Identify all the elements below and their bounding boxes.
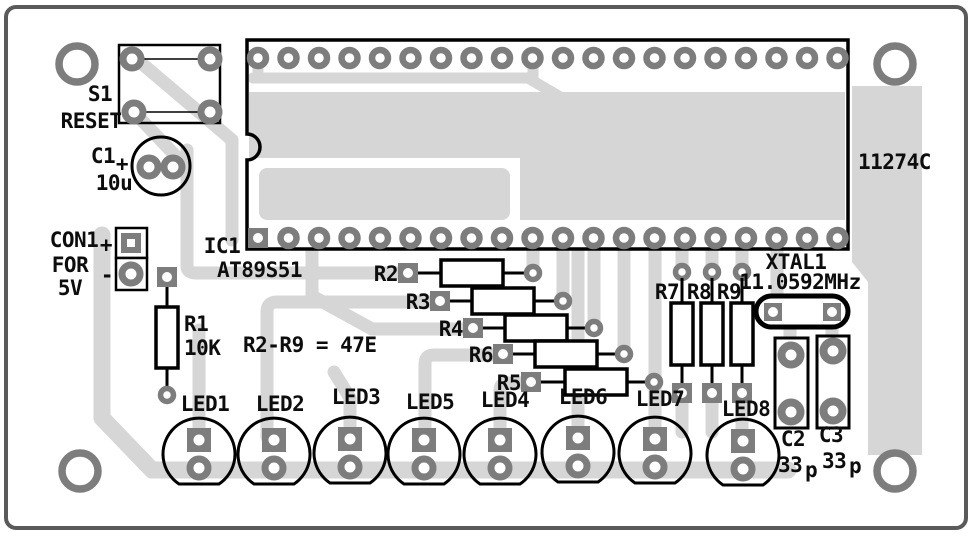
r8-ref-label: R8 (687, 280, 711, 304)
c1-capacitor (130, 135, 192, 197)
led8-label: LED8 (722, 397, 771, 421)
r9-ref-label: R9 (717, 280, 741, 304)
con1-ref-label: CON1 (50, 228, 99, 252)
r1-resistor (154, 267, 180, 402)
ic1-value-label: AT89S51 (217, 258, 302, 282)
xtal1-value-label: 11.0592MHz (739, 270, 860, 294)
board-part-number: 11274C (858, 150, 931, 174)
con1-connector (114, 226, 149, 292)
r2-ref-label: R2 (374, 262, 398, 286)
r3-ref-label: R3 (406, 290, 430, 314)
s1-reset-label: RESET (61, 109, 122, 133)
c2-unit-label: p (805, 458, 817, 482)
c2-ref-label: C2 (781, 427, 805, 451)
c3-value-label: 33 (822, 449, 846, 473)
r5-resistor (521, 367, 661, 397)
s1-ref-label: S1 (88, 82, 112, 106)
con1-plus-label: + (100, 233, 112, 257)
r3-resistor (430, 286, 570, 316)
c2-value-label: 33 (778, 453, 802, 477)
xtal1-ref-label: XTAL1 (766, 250, 827, 274)
led7-label: LED7 (636, 387, 685, 411)
con1-for-label: FOR (52, 253, 89, 277)
r5-ref-label: R5 (497, 371, 521, 395)
silkscreen-labels: S1 RESET C1 + 10u CON1 FOR 5V + - R1 10K… (50, 82, 932, 482)
s1-switch (117, 43, 220, 123)
con1-minus-label: - (101, 263, 113, 287)
c1-plus-label: + (116, 152, 128, 176)
ic1-footprint (245, 38, 850, 251)
ic1-inner-copper (247, 58, 845, 220)
r1-value-label: 10K (184, 336, 221, 360)
con1-5v-label: 5V (58, 276, 83, 300)
ground-plane (852, 86, 922, 455)
resistor-note-label: R2-R9 = 47E (243, 333, 377, 357)
c3-ref-label: C3 (819, 423, 843, 447)
r8-resistor (699, 266, 725, 403)
c1-ref-label: C1 (91, 144, 115, 168)
led6-label: LED6 (559, 385, 608, 409)
r7-ref-label: R7 (655, 280, 679, 304)
r6-ref-label: R6 (469, 343, 493, 367)
r2-resistor (398, 258, 540, 288)
c3-capacitor (815, 334, 851, 430)
c3-unit-label: p (849, 454, 861, 478)
r7-resistor (669, 266, 695, 403)
r9-resistor (729, 266, 755, 403)
r1-ref-label: R1 (184, 312, 208, 336)
led1-label: LED1 (181, 392, 230, 416)
led5-label: LED5 (406, 390, 455, 414)
ic1-pin1-pad (248, 228, 268, 248)
c2-capacitor (773, 336, 810, 430)
ic1-ref-label: IC1 (204, 234, 240, 258)
led2-label: LED2 (256, 392, 305, 416)
c1-value-label: 10u (96, 171, 132, 195)
ic1-outline (245, 38, 850, 251)
xtal1-crystal (753, 293, 851, 330)
led3-label: LED3 (332, 385, 381, 409)
r4-ref-label: R4 (439, 317, 463, 341)
led4-label: LED4 (481, 388, 530, 412)
r6-resistor (493, 339, 631, 369)
